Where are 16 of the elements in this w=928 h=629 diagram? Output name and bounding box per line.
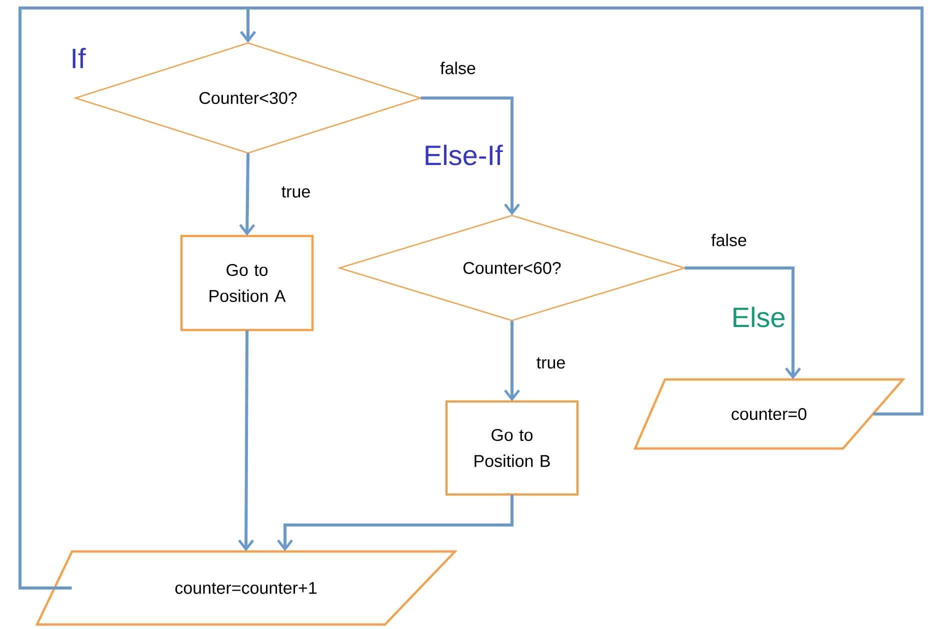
branch-label: If xyxy=(72,48,86,68)
branch-label: Else-If xyxy=(426,144,503,166)
edge-label: true xyxy=(535,356,567,370)
arrow xyxy=(18,6,256,590)
edge-label: false xyxy=(710,232,748,248)
arrow xyxy=(420,96,520,216)
arrow xyxy=(684,266,801,380)
edge-label: false xyxy=(439,60,477,76)
process-box: Go to Position B xyxy=(445,400,579,496)
arrow xyxy=(277,494,514,552)
branch-label: Else xyxy=(734,306,785,328)
process-box: Go to Position A xyxy=(180,234,314,332)
arrow xyxy=(239,153,256,236)
arrow xyxy=(504,320,520,402)
edge-label: true xyxy=(280,185,312,199)
arrow xyxy=(238,330,254,552)
